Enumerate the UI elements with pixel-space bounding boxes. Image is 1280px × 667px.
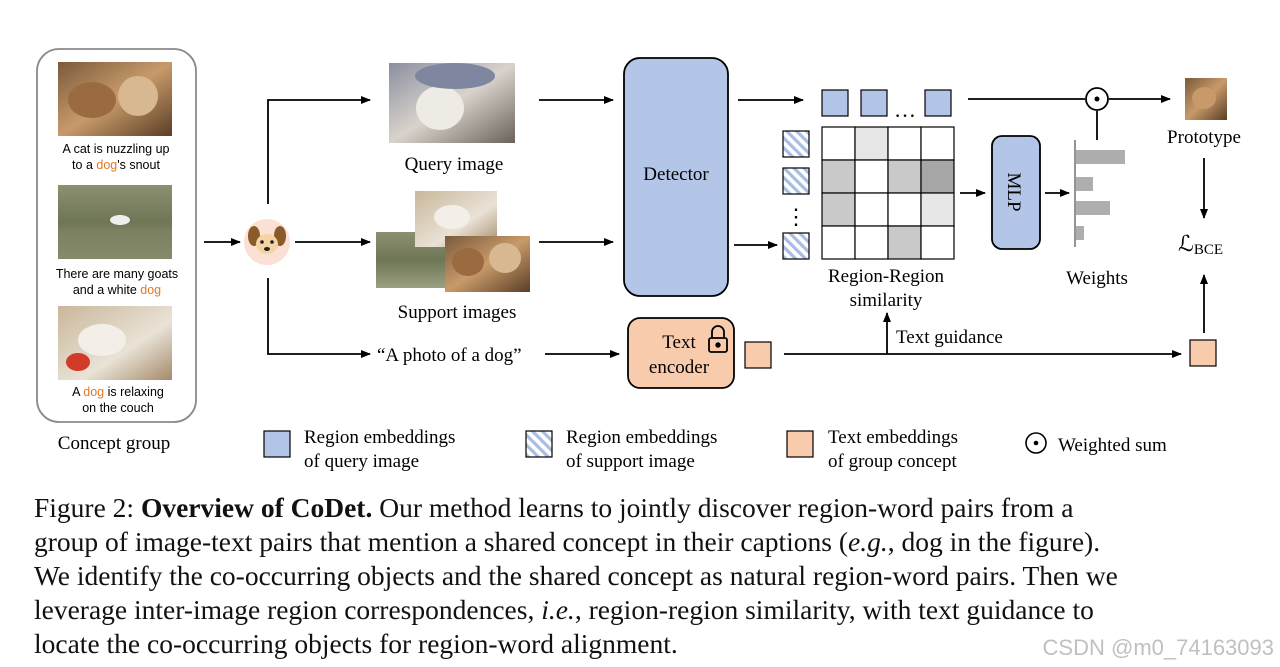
watermark: CSDN @m0_74163093 <box>1042 635 1274 660</box>
input-arrows <box>267 96 371 358</box>
legend-query-line-1: Region embeddings <box>304 427 455 448</box>
caption-image-goats <box>58 185 172 259</box>
loss-label: ℒBCE <box>1178 231 1223 258</box>
prototype-image <box>1185 78 1227 120</box>
legend-support-line-1: Region embeddings <box>566 427 717 448</box>
caption-2-line-2: and a white dog <box>73 283 161 297</box>
detector-label: Detector <box>643 164 709 185</box>
legend-text-swatch <box>786 430 814 458</box>
dog-emoji-icon <box>244 219 290 265</box>
text-guidance-lines <box>784 312 1182 358</box>
support-embeddings-vdots: ⋮ <box>785 204 807 229</box>
caption-1-line-1: A cat is nuzzling up <box>62 142 169 156</box>
weights-label: Weights <box>1066 268 1128 289</box>
figure-caption: Figure 2: Overview of CoDet. Our method … <box>34 491 1274 661</box>
legend-support-swatch <box>525 430 553 458</box>
prompt-text: “A photo of a dog” <box>377 345 522 366</box>
text-encoder-label-2: encoder <box>649 357 710 378</box>
text-encoder-block <box>627 317 735 389</box>
query-image <box>389 63 515 143</box>
query-embeddings-ellipsis: … <box>894 97 916 122</box>
caption-line-1: Figure 2: Overview of CoDet. Our method … <box>34 492 1074 523</box>
support-region-embeddings <box>782 130 810 260</box>
caption-image-dog-couch <box>58 306 172 380</box>
caption-line-4: leverage inter-image region corresponden… <box>34 594 1094 625</box>
query-image-label: Query image <box>405 154 504 175</box>
query-region-embeddings <box>821 89 952 117</box>
detector-block <box>623 57 729 297</box>
concept-group-label: Concept group <box>58 433 170 454</box>
legend-query-line-2: of query image <box>304 451 419 472</box>
weights-bars <box>1074 140 1125 247</box>
legend-query-swatch <box>263 430 291 458</box>
support-images <box>376 191 530 292</box>
to-detector-arrows <box>539 96 620 358</box>
text-guidance-label: Text guidance <box>896 327 1003 348</box>
weighted-sum-connectors <box>968 95 1171 140</box>
caption-2-line-1: There are many goats <box>56 267 178 281</box>
legend-text-line-1: Text embeddings <box>828 427 958 448</box>
text-encoder-label-1: Text <box>662 332 696 353</box>
caption-3-line-2: on the couch <box>82 401 154 415</box>
caption-1-line-2: to a dog's snout <box>72 158 160 172</box>
legend: Region embeddings of query image Region … <box>263 427 1167 472</box>
mlp-block <box>991 135 1041 250</box>
support-images-label: Support images <box>398 302 517 323</box>
legend-weighted-sum-label: Weighted sum <box>1058 435 1167 456</box>
weighted-sum-icon <box>1085 87 1109 111</box>
mlp-label: MLP <box>1003 172 1024 211</box>
codet-overview-diagram: A cat is nuzzling up to a dog's snout Th… <box>36 48 1241 472</box>
similarity-label-2: similarity <box>850 290 923 311</box>
lock-icon <box>708 325 728 353</box>
caption-image-cat-dog <box>58 62 172 136</box>
caption-title: Overview of CoDet. <box>140 492 373 523</box>
similarity-label-1: Region-Region <box>828 266 945 287</box>
caption-line-5: locate the co-occurring objects for regi… <box>34 628 678 659</box>
caption-line-2: group of image-text pairs that mention a… <box>34 526 1101 557</box>
group-text-embedding-square <box>1189 339 1217 367</box>
legend-weighted-sum-icon <box>1025 432 1047 454</box>
concept-group-panel: A cat is nuzzling up to a dog's snout Th… <box>36 48 197 423</box>
legend-text-line-2: of group concept <box>828 451 957 472</box>
prototype-label: Prototype <box>1167 127 1241 148</box>
text-embedding-square <box>744 341 772 369</box>
caption-line-3: We identify the co-occurring objects and… <box>34 560 1118 591</box>
legend-support-line-2: of support image <box>566 451 695 472</box>
similarity-grid <box>821 126 955 260</box>
detector-output-arrows <box>734 96 804 249</box>
caption-3-line-1: A dog is relaxing <box>72 385 164 399</box>
